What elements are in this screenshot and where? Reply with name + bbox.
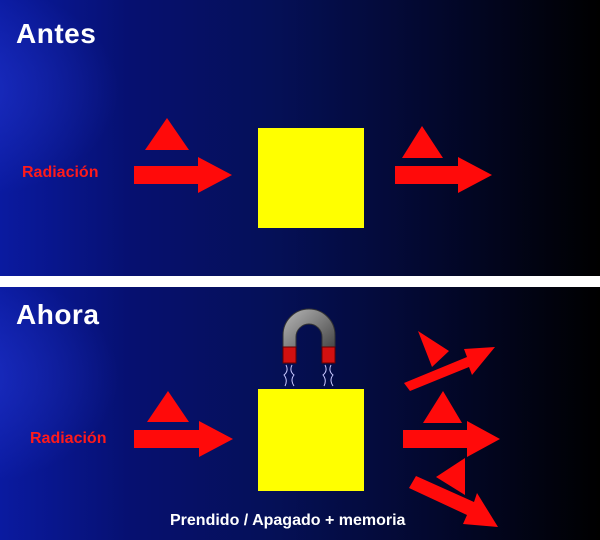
material-box-ahora [258,389,364,491]
radiation-label-antes: Radiación [22,164,99,181]
radiation-arrow-out-down [409,476,498,527]
material-box-antes [258,128,364,228]
diagram-shapes-antes [134,118,492,193]
radiation-triangle-out-mid [423,391,462,423]
radiation-triangle-out-low [436,458,465,495]
magnet-icon [282,308,336,387]
diagram-shapes-ahora [134,308,500,527]
background-glow [0,0,120,200]
radiation-arrow-out-up [404,347,495,391]
panel-title-antes: Antes [16,18,97,49]
panel-ahora: Ahora Radiación Prendido / Apagado + mem… [0,287,600,540]
panel-antes: Antes Radiación [0,0,600,276]
radiation-triangle-in [147,391,189,422]
panel-separator [0,276,600,287]
radiation-arrow-out [395,157,492,193]
background-glow [0,287,120,487]
radiation-arrow-in [134,421,233,457]
radiation-arrow-out-mid [403,421,500,457]
radiation-arrow-in [134,157,232,193]
radiation-triangle-out [402,126,443,158]
radiation-triangle-out-top [418,331,449,367]
radiation-triangle-in [145,118,189,150]
caption-prendido-apagado: Prendido / Apagado + memoria [170,512,406,529]
panel-title-ahora: Ahora [16,299,100,330]
radiation-label-ahora: Radiación [30,430,107,447]
